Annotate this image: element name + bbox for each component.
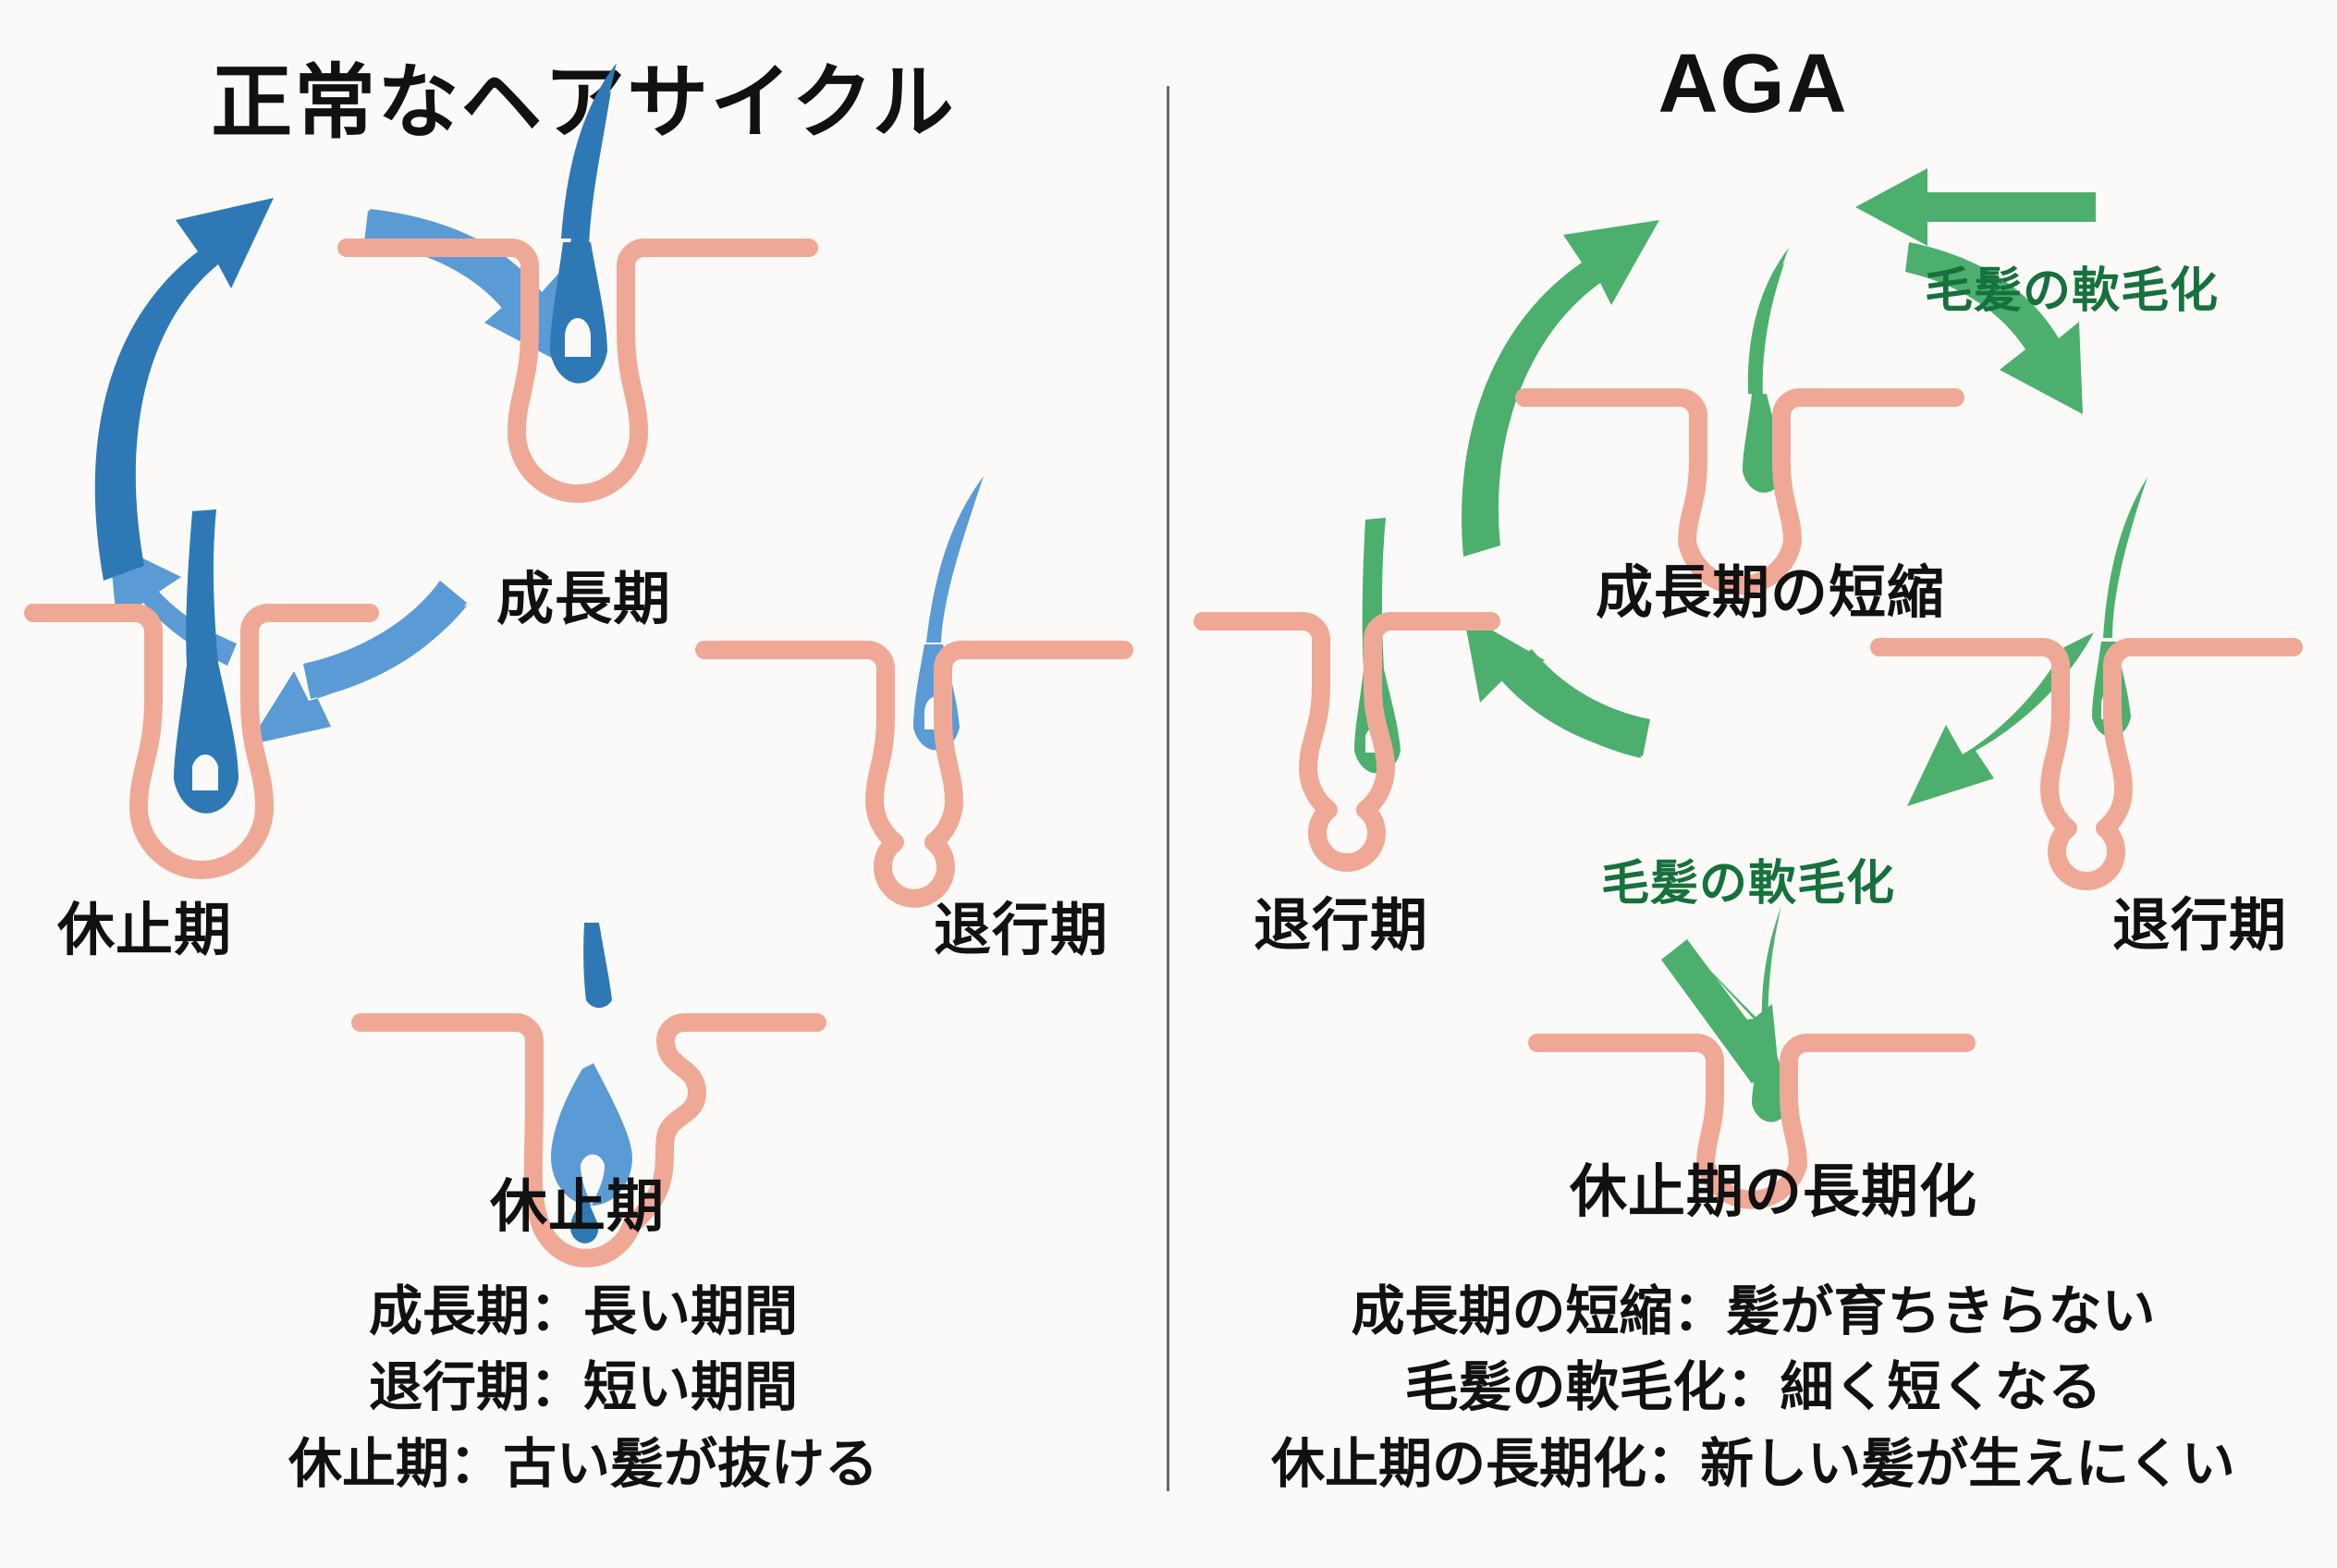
legend-line: 退行期：短い期間 — [368, 1357, 798, 1418]
follicle-aga-telogen — [1528, 906, 1976, 1209]
follicle-aga-catagen-left — [1193, 518, 1500, 872]
arrow-aga-catagen-left-to-anagen — [1462, 220, 1659, 557]
stage-label-aga-telogen-long: 休止期の長期化 — [1570, 1160, 1978, 1224]
legend-line: 休止期：古い髪が抜ける — [288, 1433, 878, 1494]
stage-label-aga-anagen-short: 成長期の短縮 — [1596, 561, 1946, 625]
stage-label-aga-catagen-right: 退行期 — [2112, 894, 2288, 958]
stage-label-aga-catagen-left: 退行期 — [1254, 894, 1429, 958]
legend-normal-cycle: 成長期：長い期間 退行期：短い期間 休止期：古い髪が抜ける — [0, 1274, 1167, 1502]
arrow-resting-to-anagen — [94, 198, 274, 581]
follicle-anagen — [337, 63, 818, 503]
arrow-aga-telogen-to-catagen-left — [1463, 614, 1650, 758]
stage-label-anagen: 成長期 — [496, 568, 672, 631]
left-panel-graphics — [24, 63, 1133, 1268]
annotation-miniaturization-bottom: 毛髪の軟毛化 — [1601, 857, 1896, 911]
follicle-resting-left — [24, 509, 379, 879]
stage-label-telogen: 休止期 — [490, 1175, 666, 1239]
arrow-aga-catagen-to-telogen — [1907, 632, 2094, 806]
annotation-arrow-top — [1855, 168, 2096, 246]
legend-line: 休止期の長期化：新しい髪が生えにくい — [1271, 1433, 2235, 1494]
legend-line: 成長期の短縮：髪が育ちきらない — [1351, 1281, 2156, 1341]
stage-label-catagen: 退行期 — [934, 899, 1109, 962]
right-panel-graphics — [1193, 168, 2303, 1209]
follicle-catagen — [695, 476, 1133, 908]
panel-divider — [1167, 86, 1169, 1491]
legend-line: 成長期：長い期間 — [368, 1281, 798, 1341]
arrow-catagen-to-telogen — [248, 581, 468, 745]
follicle-aga-anagen — [1515, 248, 1964, 595]
annotation-arrow-bottom — [1661, 939, 1780, 1084]
stage-label-telogen-left: 休止期 — [57, 899, 233, 962]
follicle-aga-catagen-right — [1870, 477, 2303, 890]
page-title-aga: AGA — [1658, 38, 1849, 130]
legend-line: 毛髪の軟毛化：細く短くなる — [1404, 1357, 2102, 1418]
follicle-telogen — [351, 923, 826, 1268]
arrow-aga-anagen-to-catagen — [1905, 242, 2083, 414]
annotation-miniaturization-top: 毛髪の軟毛化 — [1925, 264, 2220, 318]
legend-aga: 成長期の短縮：髪が育ちきらない 毛髪の軟毛化：細く短くなる 休止期の長期化：新し… — [1169, 1274, 2337, 1502]
